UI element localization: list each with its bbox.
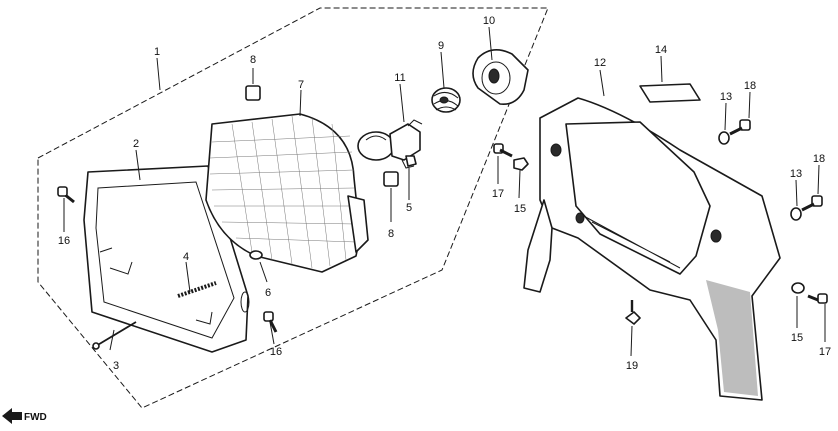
part-label-8-lower: 8 bbox=[388, 228, 394, 240]
part-label-15-left: 15 bbox=[514, 203, 526, 215]
part-label-14: 14 bbox=[655, 44, 667, 56]
part-label-5: 5 bbox=[406, 202, 412, 214]
bolt-rim-left bbox=[57, 186, 75, 204]
headlight-lens bbox=[205, 113, 369, 273]
bolt-lower bbox=[801, 195, 823, 212]
part-label-3: 3 bbox=[113, 360, 119, 372]
adjusting-spring bbox=[177, 281, 217, 298]
part-label-10: 10 bbox=[483, 15, 495, 27]
headlight-case bbox=[523, 97, 781, 401]
part-label-9: 9 bbox=[438, 40, 444, 52]
part-label-15-right: 15 bbox=[791, 332, 803, 344]
fwd-label: FWD bbox=[24, 412, 47, 423]
cushion-rubber-upper bbox=[245, 85, 261, 101]
part-label-19: 19 bbox=[626, 360, 638, 372]
clip bbox=[405, 155, 417, 167]
part-label-18-upper: 18 bbox=[744, 80, 756, 92]
headlight-bulb bbox=[357, 119, 423, 169]
assembly-outline bbox=[37, 7, 549, 409]
part-label-13-upper: 13 bbox=[720, 91, 732, 103]
callout-lines bbox=[63, 26, 826, 357]
headlight-rim bbox=[83, 165, 250, 353]
caution-label bbox=[639, 83, 701, 103]
part-label-13-lower: 13 bbox=[790, 168, 802, 180]
part-label-17-left: 17 bbox=[492, 188, 504, 200]
cushion-rubber-lower bbox=[383, 171, 399, 187]
forward-arrow-icon: FWD bbox=[2, 408, 47, 424]
bolt-left bbox=[493, 143, 513, 158]
part-label-17-right: 17 bbox=[819, 346, 831, 358]
part-label-16-left: 16 bbox=[58, 235, 70, 247]
part-label-1: 1 bbox=[154, 46, 160, 58]
bolt-rim-bottom bbox=[263, 311, 278, 333]
part-label-11: 11 bbox=[394, 72, 405, 84]
collar-lower bbox=[790, 207, 802, 221]
part-label-18-lower: 18 bbox=[813, 153, 825, 165]
bolt-upper bbox=[729, 119, 751, 136]
pin-bolt bbox=[625, 300, 641, 325]
part-number-labels: 1 2 3 4 5 6 7 8 8 9 10 11 12 14 13 13 15… bbox=[58, 15, 831, 372]
nut-right bbox=[791, 282, 805, 294]
part-label-7: 7 bbox=[298, 79, 304, 91]
part-label-12: 12 bbox=[594, 57, 606, 69]
bolt-right bbox=[807, 293, 828, 304]
part-label-4: 4 bbox=[183, 251, 189, 263]
bulb-socket bbox=[431, 87, 461, 113]
washer bbox=[249, 250, 263, 260]
adjusting-screw bbox=[92, 321, 137, 350]
nut-left bbox=[513, 157, 529, 171]
part-label-6: 6 bbox=[265, 287, 271, 299]
part-label-2: 2 bbox=[133, 138, 139, 150]
part-label-16-bottom: 16 bbox=[270, 346, 282, 358]
collar-upper bbox=[718, 131, 730, 145]
part-label-8-upper: 8 bbox=[250, 54, 256, 66]
dust-cover bbox=[472, 49, 529, 106]
